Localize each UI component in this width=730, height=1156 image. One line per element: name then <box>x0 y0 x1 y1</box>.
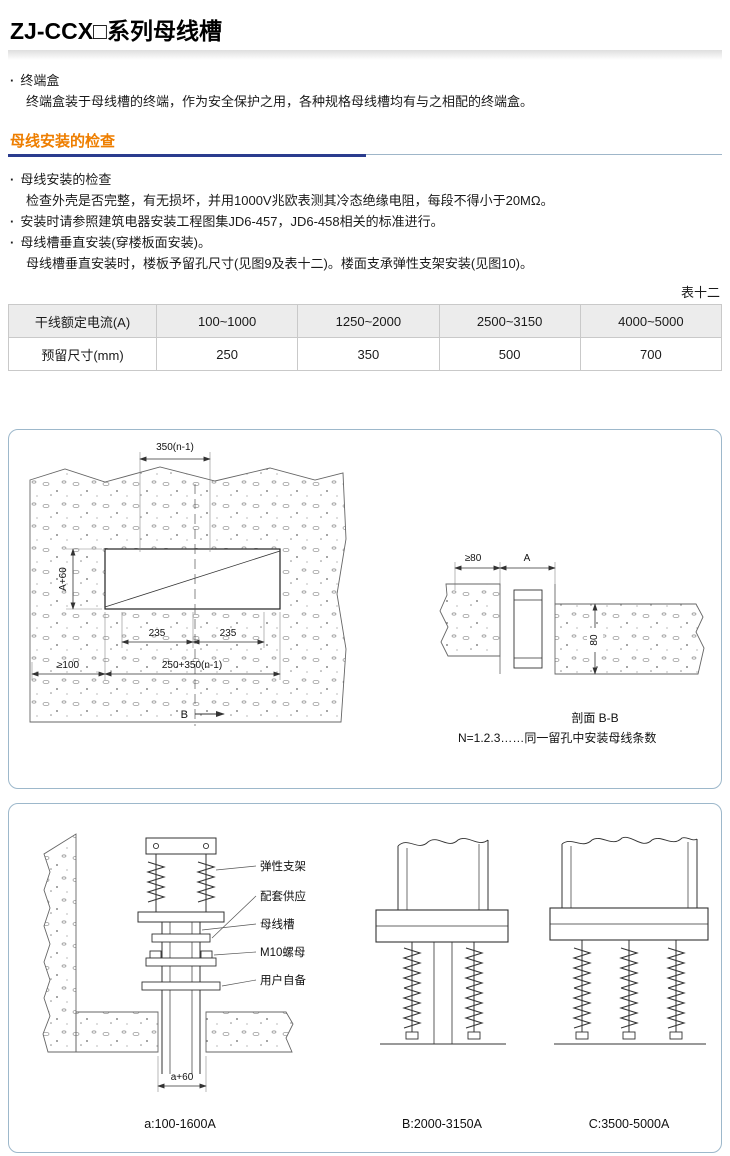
cell-size-3: 500 <box>438 337 581 372</box>
diagram-c: C:3500-5000A <box>549 837 709 1131</box>
section-heading: 母线安装的检查 <box>10 133 116 151</box>
caption-b: B:2000-3150A <box>402 1117 483 1131</box>
cell-current-1: 100~1000 <box>155 304 299 339</box>
spring-support-drawing: a+60 弹性支架 配套供应 母线槽 M10螺母 用户自备 a:100-1600… <box>42 833 709 1131</box>
row-header-current: 干线额定电流(A) <box>8 304 157 339</box>
cell-current-2: 1250~2000 <box>297 304 440 339</box>
section-divider <box>8 154 722 158</box>
dim-350n1: 350(n-1) <box>156 442 194 453</box>
dim-total: 250+350(n-1) <box>162 660 222 671</box>
terminal-box-heading: 终端盒 <box>8 70 722 91</box>
label-user-provided: 用户自备 <box>260 973 306 987</box>
label-spring-bracket: 弹性支架 <box>260 859 306 873</box>
dim-80: 80 <box>589 634 600 646</box>
label-supplied: 配套供应 <box>260 889 306 903</box>
dim-min100: ≥100 <box>57 660 80 671</box>
check-item-3-desc: 母线槽垂直安装时，楼板予留孔尺寸(见图9及表十二)。楼面支承弹性支架安装(见图1… <box>26 256 534 272</box>
check-item-2: 安装时请参照建筑电器安装工程图集JD6-457，JD6-458相关的标准进行。 <box>8 211 722 232</box>
reserved-size-table: 干线额定电流(A) 100~1000 1250~2000 2500~3150 4… <box>8 304 723 372</box>
figure-panel-spring-supports: a+60 弹性支架 配套供应 母线槽 M10螺母 用户自备 a:100-1600… <box>8 803 722 1154</box>
section-title: 剖面 B-B <box>571 711 618 725</box>
dim-a60-bottom: a+60 <box>171 1072 194 1083</box>
terminal-box-desc: 终端盒装于母线槽的终端，作为安全保护之用，各种规格母线槽均有与之相配的终端盒。 <box>26 94 534 110</box>
check-item-1: 母线安装的检查 <box>8 169 722 190</box>
table-caption: 表十二 <box>680 285 720 301</box>
floor-opening-drawing: 350(n-1) A+60 235 235 ≥100 250+350(n-1) <box>29 442 705 745</box>
caption-a: a:100-1600A <box>144 1117 216 1131</box>
section-divider-light <box>366 154 722 156</box>
table-row-size: 预留尺寸(mm) 250 350 500 700 <box>8 337 723 372</box>
section-note: N=1.2.3……同一留孔中安装母线条数 <box>458 730 656 745</box>
plan-view-drawing: 350(n-1) A+60 235 235 ≥100 250+350(n-1) <box>29 442 347 727</box>
dim-235-left: 235 <box>149 628 166 639</box>
section-mark-b: B <box>181 709 188 721</box>
figure-panel-floor-opening: 350(n-1) A+60 235 235 ≥100 250+350(n-1) <box>8 429 722 790</box>
dim-a: A <box>524 553 531 564</box>
label-m10-nut: M10螺母 <box>260 946 305 959</box>
section-divider-navy <box>8 154 366 158</box>
caption-c: C:3500-5000A <box>589 1117 670 1131</box>
terminal-box-section: 终端盒 终端盒装于母线槽的终端，作为安全保护之用，各种规格母线槽均有与之相配的终… <box>8 70 722 112</box>
dim-a60: A+60 <box>58 567 69 591</box>
title-divider <box>8 50 722 60</box>
diagram-b: B:2000-3150A <box>375 838 509 1131</box>
check-item-1-desc: 检查外壳是否完整，有无损坏，并用1000V兆欧表测其冷态绝缘电阻，每段不得小于2… <box>26 193 554 209</box>
cell-size-2: 350 <box>297 337 440 372</box>
cell-size-4: 700 <box>579 337 723 372</box>
cell-current-4: 4000~5000 <box>579 304 723 339</box>
dim-min80: ≥80 <box>465 553 482 564</box>
row-header-size: 预留尺寸(mm) <box>8 337 157 372</box>
cell-current-3: 2500~3150 <box>438 304 581 339</box>
cell-size-1: 250 <box>155 337 299 372</box>
table-row-current: 干线额定电流(A) 100~1000 1250~2000 2500~3150 4… <box>8 304 723 339</box>
dim-235-right: 235 <box>220 628 237 639</box>
section-b-b-drawing: ≥80 A 80 剖面 B-B N=1.2.3……同一留孔中安装母线条数 <box>439 553 705 745</box>
page-title: ZJ-CCX□系列母线槽 <box>10 18 222 44</box>
label-busway: 母线槽 <box>260 917 295 931</box>
check-item-3: 母线槽垂直安装(穿楼板面安装)。 <box>8 232 722 253</box>
diagram-a: a+60 弹性支架 配套供应 母线槽 M10螺母 用户自备 a:100-1600… <box>42 833 306 1131</box>
installation-checks: 母线安装的检查 检查外壳是否完整，有无损坏，并用1000V兆欧表测其冷态绝缘电阻… <box>8 169 722 274</box>
busway-channel <box>513 589 543 669</box>
